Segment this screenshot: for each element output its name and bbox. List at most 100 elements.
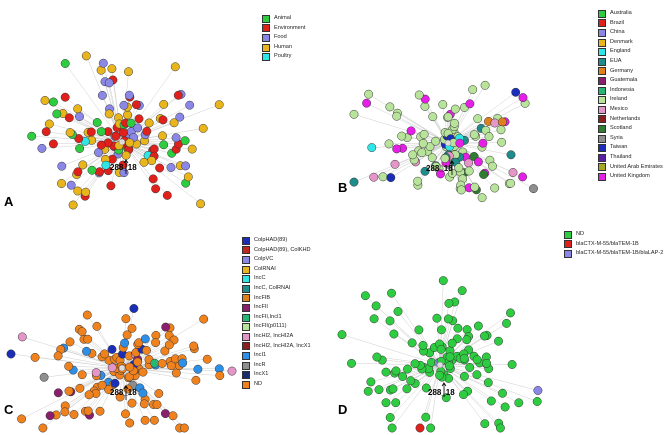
network-node (83, 406, 93, 416)
legend-label: IncX1 (254, 371, 269, 378)
network-node (414, 90, 424, 100)
network-node (431, 162, 441, 171)
network-node (149, 415, 159, 425)
legend-label: Brazil (610, 19, 624, 26)
legend-swatch (242, 332, 250, 341)
legend-label: ND (254, 380, 263, 387)
legend-item: ColpVC (242, 255, 311, 265)
network-graph-d (337, 276, 543, 433)
legend-item: Indonesia (598, 86, 663, 96)
legend-swatch (598, 163, 606, 172)
network-graph-a (27, 51, 224, 210)
hub-node (118, 364, 126, 372)
legend-item: Syria (598, 134, 663, 144)
network-edge (439, 301, 455, 366)
legend-item: IncX1 (242, 370, 311, 380)
network-edge (121, 367, 159, 394)
legend-label: Animal (274, 15, 292, 21)
network-node (494, 336, 503, 346)
legend-swatch (598, 172, 606, 181)
network-node (181, 161, 191, 171)
network-node (166, 361, 176, 371)
network-node (75, 144, 85, 153)
network-node (533, 386, 543, 395)
focus-arrow-icon (449, 160, 455, 175)
network-node (131, 100, 141, 110)
network-node (122, 330, 132, 340)
network-node (124, 90, 134, 100)
network-node (160, 409, 170, 419)
network-node (27, 131, 37, 141)
legend-item: IncHI2, IncHI2A (242, 332, 311, 342)
network-node (367, 143, 377, 153)
network-node (157, 359, 167, 368)
network-node (418, 340, 428, 350)
legend-swatch (564, 240, 572, 249)
network-node (175, 112, 185, 122)
network-node (386, 173, 396, 183)
network-node (159, 99, 169, 109)
network-node (385, 102, 395, 112)
network-node (84, 390, 94, 400)
network-node (151, 184, 161, 194)
network-node (53, 351, 63, 361)
network-node (421, 383, 431, 393)
legend-item: Animal (262, 14, 305, 24)
legend-label: Mexico (610, 105, 628, 112)
focus-arrow-icon (123, 385, 129, 400)
legend-swatch (598, 105, 606, 114)
network-node (173, 90, 183, 100)
network-node (97, 380, 107, 390)
network-node (488, 161, 497, 171)
legend-label: ColpHAD(89) (254, 237, 288, 243)
legend-item: IncFII,IncI1 (242, 313, 311, 323)
network-node (158, 115, 168, 125)
legend-item: blaCTX-M-55/blaTEM-1B/blaLAP-2 (564, 249, 663, 259)
network-node (100, 349, 110, 359)
legend-item: Poultry (262, 52, 305, 62)
legend-label: ColpVC (254, 256, 274, 263)
legend-label: EUA (610, 57, 622, 64)
network-node (138, 367, 148, 377)
legend-label: Netherlands (610, 115, 641, 122)
network-node (413, 176, 423, 186)
network-node (161, 322, 171, 332)
network-node (480, 419, 490, 429)
network-node (180, 136, 190, 146)
legend-swatch (242, 380, 250, 389)
network-node (74, 134, 84, 144)
network-node (436, 169, 445, 179)
focus-node-label: 288_18 (426, 164, 453, 173)
legend-swatch (262, 24, 270, 33)
network-node (364, 89, 374, 99)
legend-label: IncI1 (254, 352, 267, 359)
network-node (68, 200, 78, 210)
legend-item: IncI1 (242, 351, 311, 361)
hub-node (118, 138, 126, 146)
legend-item: United Kingdom (598, 172, 663, 182)
network-node (459, 390, 468, 400)
legend-item: ColpHAD(89), ColKHD (242, 246, 311, 256)
legend-swatch (242, 246, 250, 255)
network-node (104, 109, 114, 119)
legend-swatch (242, 275, 250, 284)
legend-swatch (242, 265, 250, 274)
legend-label: Australia (610, 10, 632, 16)
network-node (179, 423, 189, 433)
network-node (60, 92, 70, 102)
network-node (159, 140, 169, 150)
network-node (417, 148, 427, 158)
network-node (532, 397, 542, 406)
network-node (111, 131, 121, 141)
legend-swatch (242, 313, 250, 322)
network-node (389, 329, 399, 339)
network-node (110, 378, 120, 388)
network-node (82, 346, 91, 356)
network-node (469, 130, 479, 140)
network-node (432, 313, 442, 323)
network-node (477, 193, 487, 203)
network-node (444, 298, 454, 308)
focus-node-label: 288_18 (110, 163, 137, 172)
